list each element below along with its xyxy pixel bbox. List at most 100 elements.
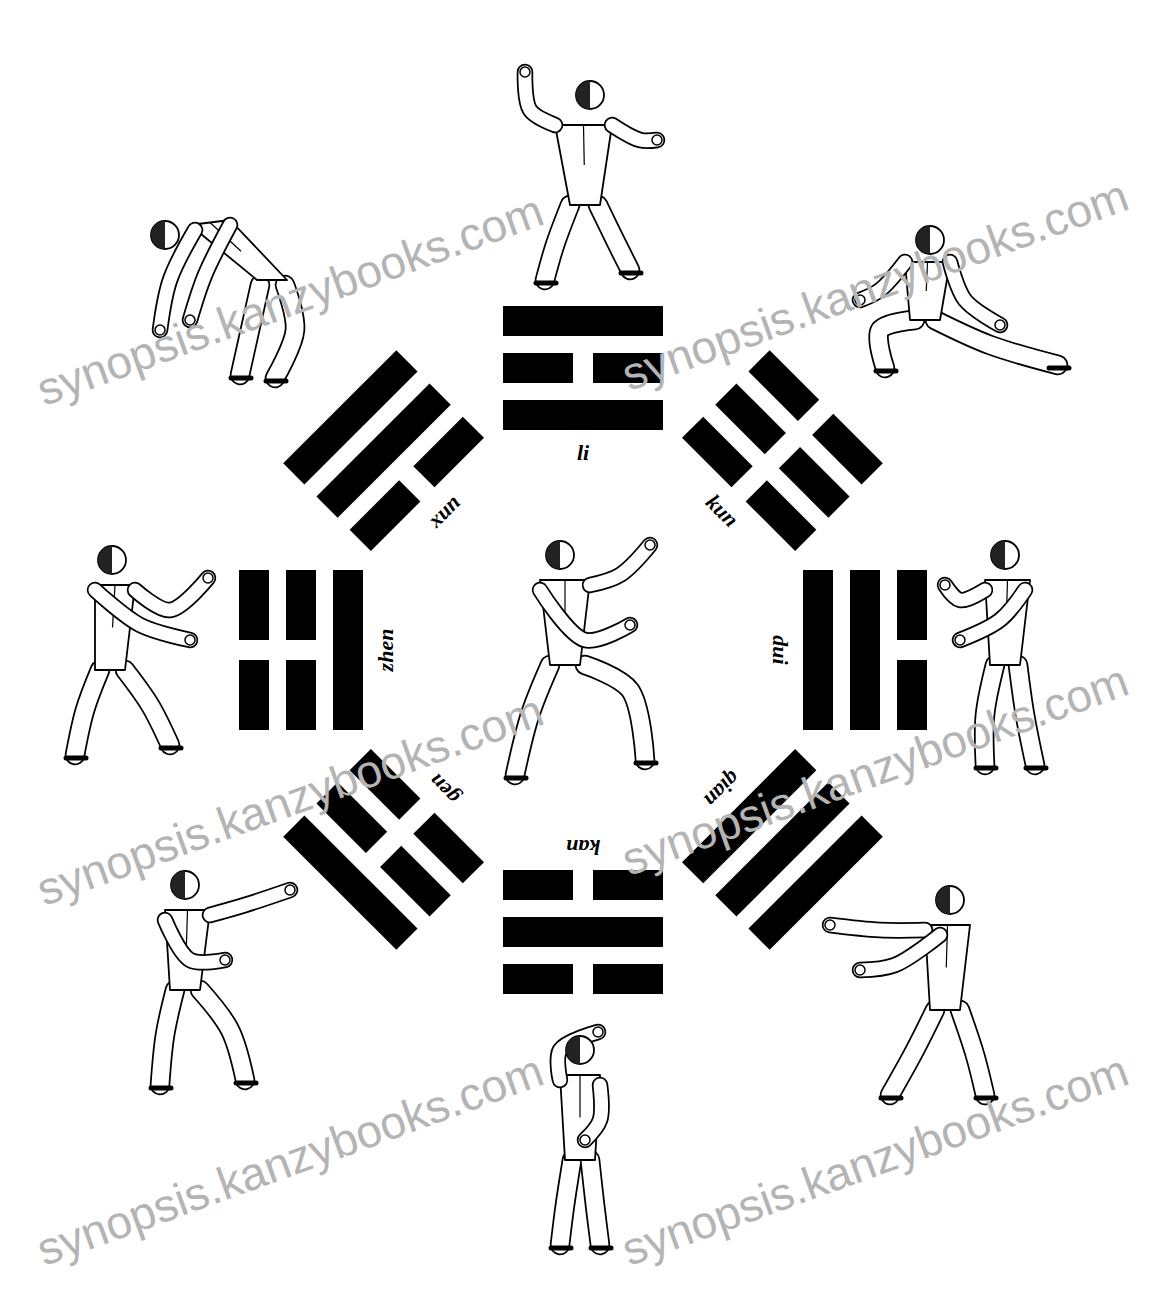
trigram-line — [333, 570, 363, 730]
limb-fill — [598, 205, 630, 270]
limb-fill — [860, 935, 940, 970]
limb-fill — [960, 1010, 985, 1095]
trigram-line — [239, 660, 269, 730]
limb-outline — [585, 1085, 601, 1140]
limb-fill — [165, 920, 225, 962]
trigram — [682, 350, 883, 551]
limb-outline — [860, 935, 940, 970]
trigram-line — [593, 964, 663, 994]
hand — [955, 635, 965, 645]
hand — [520, 67, 530, 77]
shoe — [266, 379, 286, 384]
head — [171, 871, 199, 899]
watermark: synopsis.kanzybooks.com — [30, 185, 549, 415]
hair — [546, 541, 560, 569]
limb-outline — [75, 670, 100, 755]
limb-fill — [879, 320, 915, 368]
limb-fill — [890, 1010, 935, 1095]
limb-fill — [830, 925, 925, 930]
trigram-name: zhen — [375, 629, 397, 672]
hand — [652, 135, 662, 145]
head — [546, 541, 574, 569]
taichi-figure — [520, 67, 662, 283]
limb-fill — [558, 1032, 598, 1080]
trigram-line — [897, 570, 927, 640]
trigram-line — [748, 350, 819, 421]
trigram-line — [803, 570, 833, 730]
trigram — [503, 870, 663, 994]
watermark: synopsis.kanzybooks.com — [30, 1045, 549, 1275]
shoe — [151, 1086, 171, 1091]
limb-fill — [210, 890, 290, 915]
limb-outline — [890, 1010, 935, 1095]
trigram-line — [503, 870, 573, 900]
head — [566, 1036, 594, 1064]
taichi-figure — [506, 540, 656, 778]
shoe — [161, 746, 181, 751]
limb-outline — [935, 320, 1058, 365]
hand — [855, 965, 865, 975]
trigram-line — [239, 570, 269, 640]
shoe — [66, 756, 86, 761]
hair — [991, 541, 1005, 569]
limb-fill — [945, 585, 985, 600]
trigram-line — [503, 306, 663, 336]
limb-outline — [590, 1160, 600, 1245]
limb-fill — [525, 72, 555, 125]
shoe — [1049, 366, 1069, 371]
head — [98, 546, 126, 574]
limb-outline — [95, 590, 190, 640]
head — [991, 541, 1019, 569]
shoe — [236, 1081, 256, 1086]
jacket-seam — [579, 1075, 580, 1118]
limb-outline — [558, 1032, 598, 1080]
limb-outline — [830, 925, 925, 930]
limb-outline — [612, 125, 657, 141]
limb-outline — [545, 205, 570, 280]
shoe — [231, 376, 251, 381]
trigram-line — [812, 414, 883, 485]
limb-outline — [945, 585, 985, 600]
limb-outline — [540, 590, 630, 640]
taichi-figure — [551, 1027, 611, 1248]
limb-fill — [590, 1160, 600, 1245]
hand — [185, 635, 195, 645]
trigram — [283, 350, 484, 551]
hair — [151, 221, 165, 249]
hand — [625, 620, 635, 630]
hand — [645, 540, 655, 550]
limb-fill — [540, 590, 630, 640]
hand — [285, 885, 295, 895]
hand — [580, 1135, 590, 1145]
shoe — [1026, 766, 1046, 771]
trigram — [803, 570, 927, 730]
trigram-line — [503, 917, 663, 947]
trigram-group — [239, 306, 927, 994]
shoe — [536, 281, 556, 286]
limb-fill — [545, 205, 570, 280]
torso — [555, 125, 612, 205]
trigram-line — [286, 660, 316, 730]
limb-outline — [960, 590, 1025, 640]
limb-fill — [590, 545, 650, 585]
limb-outline — [135, 578, 208, 610]
limb-fill — [125, 670, 170, 745]
limb-fill — [560, 1160, 572, 1245]
trigram-line — [283, 350, 417, 484]
limb-fill — [585, 665, 645, 760]
hand — [995, 320, 1005, 330]
limb-fill — [585, 1085, 601, 1140]
trigram-name: li — [577, 442, 589, 464]
limb-fill — [200, 990, 245, 1080]
trigram — [239, 570, 363, 730]
limb-fill — [935, 320, 1058, 365]
limb-outline — [590, 545, 650, 585]
shoe — [881, 1096, 901, 1101]
limb-outline — [585, 665, 645, 760]
hair — [936, 886, 950, 914]
trigram-name: kan — [566, 836, 600, 858]
limb-fill — [135, 578, 208, 610]
trigram-line — [503, 353, 573, 383]
shoe — [551, 1246, 571, 1251]
